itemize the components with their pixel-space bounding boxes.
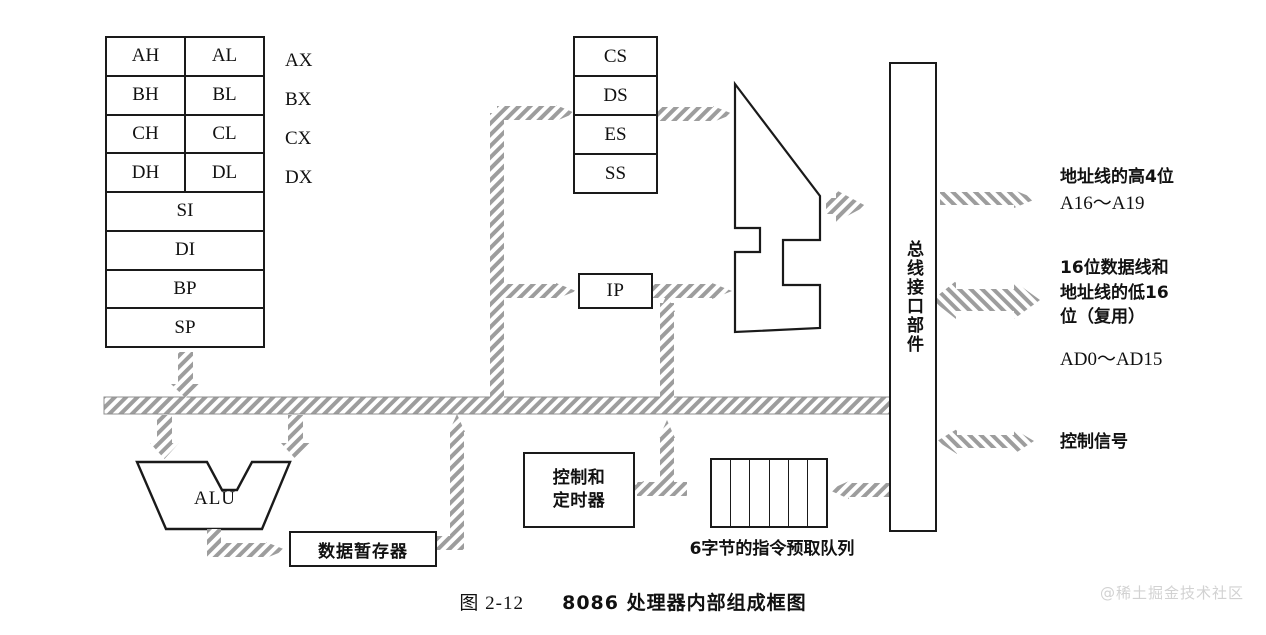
arrow-prefetch-path xyxy=(626,294,687,497)
register-cell-bh: BH xyxy=(107,76,186,114)
register-tag-ax: AX xyxy=(285,50,313,71)
register-cell-dh: DH xyxy=(107,154,186,191)
register-row-di: DI xyxy=(107,232,263,271)
register-row-bp: BP xyxy=(107,271,263,310)
address-high-line2: A16～A19 xyxy=(1060,192,1145,214)
queue-cell xyxy=(750,460,770,526)
queue-cell xyxy=(712,460,732,526)
figure-title: 8086 处理器内部组成框图 xyxy=(562,592,807,614)
general-register-file: AH AL BH BL CH CL DH DL SI DI BP SP xyxy=(105,36,265,348)
adder-shape xyxy=(733,80,822,334)
control-signals-label: 控制信号 xyxy=(1060,432,1128,452)
instruction-prefetch-queue xyxy=(710,458,828,528)
register-cell-ch: CH xyxy=(107,115,186,153)
queue-cell xyxy=(808,460,826,526)
arrow-biu-to-queue xyxy=(829,481,889,499)
register-row-dx: DH DL xyxy=(107,154,263,193)
arrow-bus-to-segment-and-ip xyxy=(490,105,576,398)
signal-label-data-address-low: 16位数据线和 地址线的低16 位（复用） AD0～AD15 xyxy=(1060,256,1169,373)
data-address-low-line4: AD0～AD15 xyxy=(1060,348,1163,370)
arrow-control-signals xyxy=(937,429,1034,454)
arrow-address-high xyxy=(940,190,1036,208)
signal-label-control: 控制信号 xyxy=(1060,430,1128,455)
arrow-bus-to-alu-right xyxy=(281,415,310,459)
segment-register-ss: SS xyxy=(604,162,627,184)
queue-cell xyxy=(770,460,789,526)
data-temp-register-box: 数据暂存器 xyxy=(289,531,437,567)
queue-cell xyxy=(731,460,751,526)
alu-label: ALU xyxy=(193,488,237,509)
arrow-alu-to-temp xyxy=(207,529,286,558)
register-cell-bl: BL xyxy=(212,84,237,106)
arrow-temp-to-bus xyxy=(437,414,465,550)
arrow-ip-to-adder xyxy=(653,283,732,299)
register-cell-cl: CL xyxy=(212,122,237,144)
data-address-low-line3: 位（复用） xyxy=(1060,307,1145,328)
data-address-low-line2: 地址线的低16 xyxy=(1060,282,1169,303)
control-timer-line1: 控制和 xyxy=(552,468,606,489)
address-high-line1: 地址线的高4位 xyxy=(1060,167,1174,187)
control-timer-line2: 定时器 xyxy=(552,491,606,511)
register-row-bx: BH BL xyxy=(107,76,263,116)
data-temp-register-label: 数据暂存器 xyxy=(318,541,408,562)
arrow-data-address-low xyxy=(932,281,1040,319)
register-tag-dx: DX xyxy=(285,167,313,188)
register-cell-al: AL xyxy=(211,45,238,67)
register-tag-bx: BX xyxy=(285,89,312,110)
segment-register-cs: CS xyxy=(575,38,656,77)
register-tag-cx: CX xyxy=(285,128,312,149)
figure-caption: 图 2-12 8086 处理器内部组成框图 xyxy=(0,588,1266,615)
register-row-si: SI xyxy=(107,193,263,232)
register-cell-di: DI xyxy=(174,239,196,261)
queue-cell xyxy=(789,460,808,526)
signal-label-address-high: 地址线的高4位 A16～A19 xyxy=(1060,165,1174,217)
segment-register-ds: DS xyxy=(575,77,656,116)
register-cell-bp: BP xyxy=(173,277,197,299)
register-cell-ah: AH xyxy=(107,38,186,75)
segment-register-es: ES xyxy=(575,116,656,155)
register-cell-si: SI xyxy=(176,200,194,222)
arrow-adder-to-biu xyxy=(826,190,866,222)
figure-number: 图 2-12 xyxy=(459,593,524,614)
instruction-pointer-box: IP xyxy=(578,273,653,309)
bus-interface-unit-label: 总线接口部件 xyxy=(903,240,924,354)
register-row-ax: AH AL xyxy=(107,38,263,77)
internal-bus xyxy=(103,396,891,415)
prefetch-queue-caption: 6字节的指令预取队列 xyxy=(689,539,855,559)
register-cell-dl: DL xyxy=(211,161,238,183)
data-address-low-line1: 16位数据线和 xyxy=(1060,258,1169,278)
control-timer-box: 控制和 定时器 xyxy=(523,452,635,528)
watermark: @稀土掘金技术社区 xyxy=(1099,584,1244,602)
control-timer-label: 控制和 定时器 xyxy=(553,467,606,513)
segment-register-file: CS DS ES SS xyxy=(573,36,658,194)
arrow-segment-to-adder xyxy=(658,106,733,122)
register-cell-sp: SP xyxy=(174,316,196,338)
arrow-regfile-to-bus xyxy=(171,352,200,398)
arrow-bus-to-alu-left xyxy=(150,415,179,459)
register-row-sp: SP xyxy=(107,309,263,346)
register-row-cx: CH CL xyxy=(107,115,263,155)
bus-interface-unit-box: 总线接口部件 xyxy=(889,62,937,532)
